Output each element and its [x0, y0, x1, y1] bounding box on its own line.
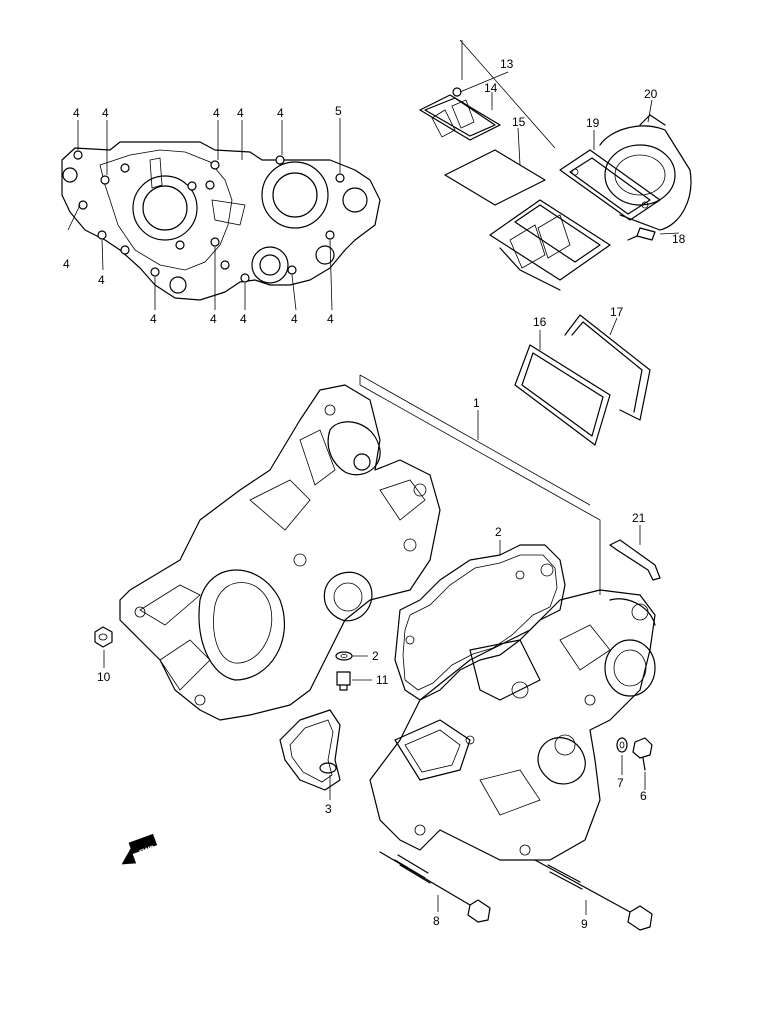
callout-4-k: 4	[291, 312, 298, 326]
callout-4-f: 4	[63, 257, 70, 271]
bolt-8: 8	[379, 851, 491, 928]
washer-and-plug: 2 11	[335, 649, 389, 691]
bolt-9: 9	[534, 859, 653, 931]
callout-4-g: 4	[98, 273, 105, 287]
callout-21: 21	[632, 511, 646, 525]
callout-16: 16	[533, 315, 547, 329]
callout-18: 18	[672, 232, 686, 246]
callout-2-gasket: 2	[495, 525, 502, 539]
callout-13: 13	[500, 57, 514, 71]
clip-21: 21	[609, 511, 661, 581]
callout-4-d: 4	[237, 106, 244, 120]
callout-10: 10	[97, 670, 111, 684]
fwd-arrow-icon: FWD	[121, 833, 158, 865]
crankcase-left-half	[119, 384, 441, 721]
callout-4-b: 4	[102, 106, 109, 120]
callout-20: 20	[644, 87, 658, 101]
callout-4-a: 4	[73, 106, 80, 120]
callout-3: 3	[325, 802, 332, 816]
crankcase-right-half	[369, 589, 656, 861]
callout-11: 11	[376, 673, 389, 687]
nut-10: 10	[94, 626, 113, 684]
callout-9: 9	[581, 917, 588, 931]
crankcase-bolt-layout	[61, 141, 381, 301]
callout-7: 7	[617, 776, 624, 790]
callout-14: 14	[484, 81, 498, 95]
washer-7-bolt-6: 7 6	[616, 737, 653, 803]
callout-4-c: 4	[213, 106, 220, 120]
callout-5: 5	[335, 104, 342, 118]
callout-1: 1	[473, 396, 480, 410]
callout-17: 17	[610, 305, 624, 319]
reed-valve-callouts: 13 14 15 19 20 18	[459, 39, 686, 246]
callout-8: 8	[433, 914, 440, 928]
reed-gaskets: 16 17	[514, 305, 651, 446]
bolt-callouts-top-left: 4 4 4 4 4 5 4 4 4 4 4 4 4	[63, 104, 342, 326]
callout-4-e: 4	[277, 106, 284, 120]
callout-4-h: 4	[150, 312, 157, 326]
reed-valve-assembly	[419, 87, 692, 291]
callout-4-j: 4	[240, 312, 247, 326]
callout-19: 19	[586, 116, 600, 130]
callout-4-l: 4	[327, 312, 334, 326]
callout-4-i: 4	[210, 312, 217, 326]
callout-2-washer: 2	[372, 649, 379, 663]
crankcase-gasket: 2	[394, 525, 566, 701]
cover-gasket-3: 3	[279, 709, 341, 816]
assembly-1-leader: 1	[359, 374, 601, 595]
callout-15: 15	[512, 115, 526, 129]
callout-6: 6	[640, 789, 647, 803]
